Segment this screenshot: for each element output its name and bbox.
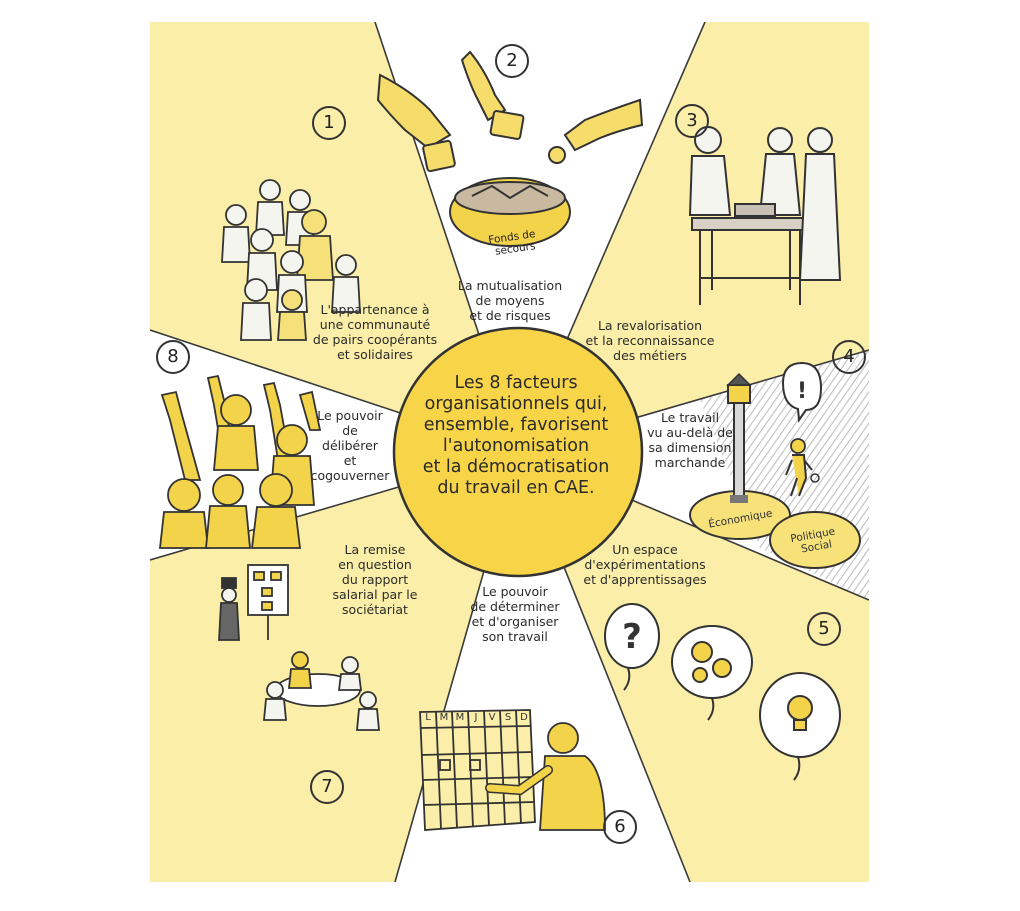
factor-3-number: 3 xyxy=(675,104,709,138)
calendar-day-letter: L xyxy=(425,712,431,723)
factor-6-number: 6 xyxy=(603,810,637,844)
exclamation-glyph: ! xyxy=(797,379,807,404)
planning-board-icon xyxy=(419,709,606,831)
factor-4-number: 4 xyxy=(832,340,866,374)
factor-5-label: Un espace d'expérimentations et d'appren… xyxy=(583,542,707,587)
factor-5-number: 5 xyxy=(807,612,841,646)
factor-8-label: Le pouvoir de délibérer et cogouverner xyxy=(310,408,390,483)
factor-2-label: La mutualisation de moyens et de risques xyxy=(457,278,563,323)
meeting-table-icon xyxy=(218,564,380,731)
calendar-day-letter: M xyxy=(455,712,465,723)
factor-6-label: Le pouvoir de déterminer et d'organiser … xyxy=(470,584,560,644)
lamppost-and-spheres-icon: ! Économique Politique Social xyxy=(689,350,869,600)
hands-and-basket-icon xyxy=(376,50,644,247)
basket-caption: Fonds de secours xyxy=(488,228,542,259)
raised-hands-icon xyxy=(158,374,322,549)
sector-7-panel xyxy=(150,452,518,882)
group-of-people-icon xyxy=(221,179,361,341)
factor-2-number: 2 xyxy=(495,44,529,78)
question-glyph: ? xyxy=(622,617,642,657)
factor-1-label: L'appartenance à une communauté de pairs… xyxy=(312,302,438,362)
center-title: Les 8 facteurs organisationnels qui, ens… xyxy=(422,373,610,498)
factor-8-number: 8 xyxy=(156,340,190,374)
calendar-day-letter: J xyxy=(474,712,478,723)
calendar-day-letter: V xyxy=(488,712,496,723)
sphere-politique-label: Politique Social xyxy=(790,525,842,557)
factor-7-label: La remise en question du rapport salaria… xyxy=(332,542,418,617)
thought-bubbles-icon xyxy=(604,603,841,781)
factor-1-number: 1 xyxy=(312,106,346,140)
sector-1b-panel xyxy=(150,22,518,452)
calendar-day-letter: S xyxy=(504,712,512,723)
sector-8-panel xyxy=(150,330,518,560)
center-circle xyxy=(392,326,644,578)
factor-4-label: Le travail vu au-delà de sa dimension ma… xyxy=(647,410,733,470)
calendar-day-letter: D xyxy=(520,712,528,723)
calendar-day-letter: M xyxy=(439,712,449,723)
factor-3-label: La revalorisation et la reconnaissance d… xyxy=(585,318,715,363)
factor-7-number: 7 xyxy=(310,770,344,804)
